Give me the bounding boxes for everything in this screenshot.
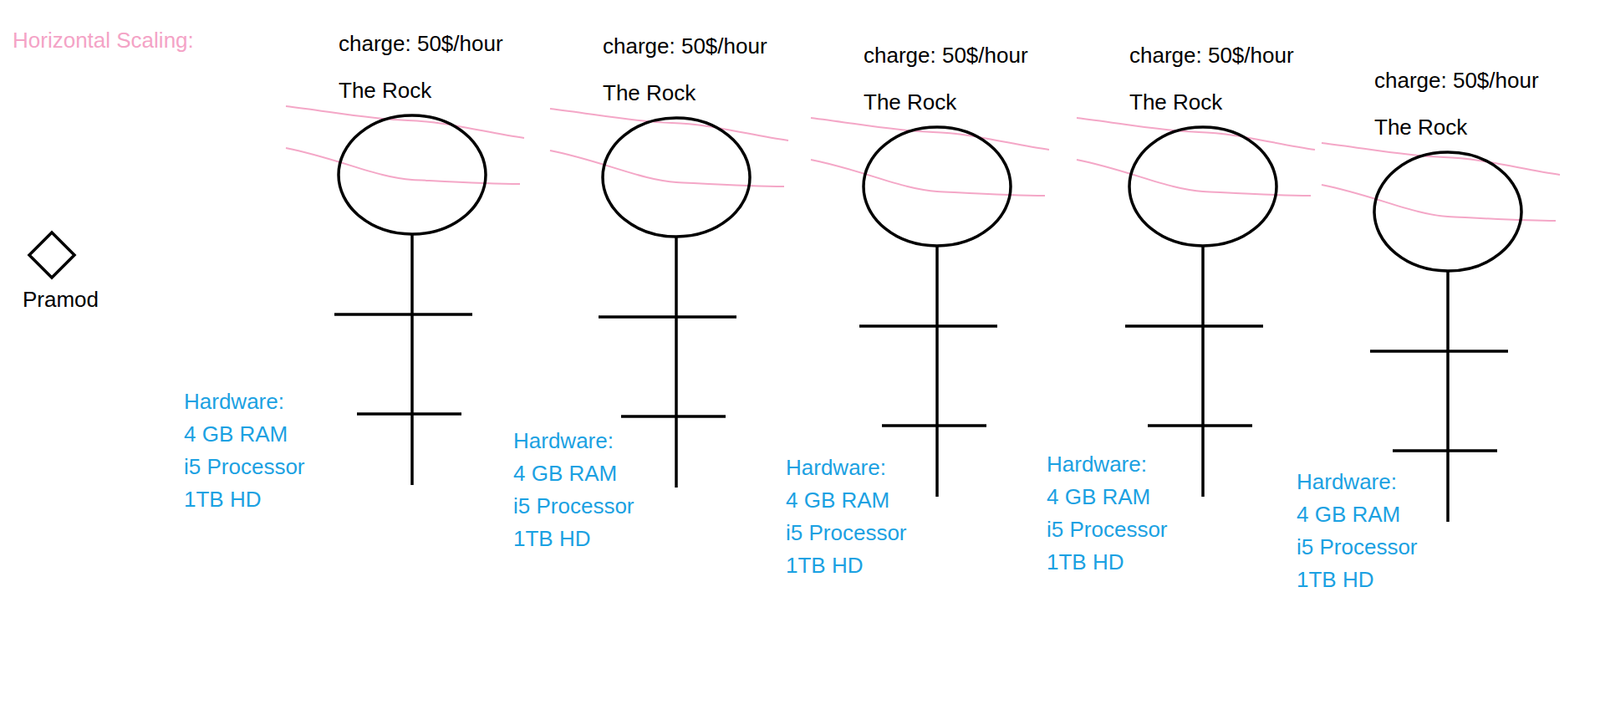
figure-limb: [935, 245, 939, 497]
scribble-pair: [810, 117, 1050, 196]
label-holder: Hardware:: [785, 451, 887, 485]
figure-limb: [356, 412, 462, 416]
figure-limb: [1147, 423, 1253, 428]
figure-limb: [598, 315, 737, 319]
scribble-line: [550, 108, 789, 141]
scribble-pair: [1076, 117, 1315, 196]
diamond-shape: [29, 232, 75, 278]
label-holder: 4 GB RAM i5 Processor 1TB HD: [183, 417, 311, 516]
stick-figure: charge: 50$/hourThe Rock: [1314, 61, 1582, 530]
figure-limb: [859, 324, 998, 328]
stick-figure: charge: 50$/hourThe Rock: [542, 26, 811, 495]
scribble-pair: [285, 106, 525, 184]
hardware-heading: Hardware:: [183, 385, 285, 418]
name-label: The Rock: [1129, 89, 1337, 115]
figure-head: [1374, 152, 1522, 271]
name-label: The Rock: [1374, 114, 1582, 140]
hardware-heading: Hardware:: [513, 424, 614, 458]
name-label: Pramod: [22, 286, 108, 312]
rate-label: charge: 50$/hour: [338, 30, 546, 57]
label-holder: 4 GB RAM i5 Processor 1TB HD: [513, 457, 640, 556]
rate-label: charge: 50$/hour: [863, 42, 1071, 68]
figure-head: [1129, 127, 1277, 246]
label-holder: Hardware:: [1046, 448, 1147, 481]
figure-limb: [881, 423, 987, 428]
hardware-heading: Hardware:: [785, 451, 887, 485]
hardware-spec: 4 GB RAM i5 Processor 1TB HD: [785, 484, 913, 582]
scribble-line: [1076, 117, 1315, 150]
figure-limb: [674, 236, 678, 488]
hardware-heading: Hardware:: [1296, 465, 1397, 499]
rate-label: charge: 50$/hour: [602, 33, 811, 59]
scribble-line: [810, 117, 1050, 150]
figure-head: [863, 127, 1011, 246]
figure-limb: [1201, 245, 1205, 497]
name-label: The Rock: [602, 80, 811, 106]
hardware-spec: 4 GB RAM i5 Processor 1TB HD: [513, 457, 640, 556]
scribble-pair: [550, 108, 789, 187]
label-holder: 4 GB RAM i5 Processor 1TB HD: [1296, 498, 1423, 597]
hardware-heading: Hardware:: [1046, 448, 1147, 481]
hardware-spec: 4 GB RAM i5 Processor 1TB HD: [1296, 498, 1423, 597]
scribble-line: [1321, 142, 1560, 175]
hardware-spec: 4 GB RAM i5 Processor 1TB HD: [1046, 480, 1173, 579]
figure-limb: [621, 414, 726, 418]
figure-limb: [1392, 448, 1498, 453]
figure-limb: [334, 312, 473, 316]
rate-label: charge: 50$/hour: [1374, 67, 1582, 93]
scribble-pair: [1321, 142, 1560, 221]
title-holder: Horizontal Scaling:: [12, 27, 194, 53]
figure-head: [338, 115, 486, 235]
label-holder: Hardware:: [183, 385, 285, 418]
figure-limb: [1446, 270, 1450, 522]
figure-limb: [1370, 349, 1509, 353]
rate-label: charge: 50$/hour: [1129, 42, 1337, 68]
hardware-spec: 4 GB RAM i5 Processor 1TB HD: [183, 417, 311, 516]
figure-limb: [410, 234, 414, 485]
stick-figure: charge: 50$/hourThe Rock: [278, 24, 546, 493]
stick-figure: charge: 50$/hourThe Rock: [803, 35, 1071, 505]
person-diamond: Pramod: [16, 225, 108, 318]
diagram-title: Horizontal Scaling:: [12, 27, 194, 53]
name-label: The Rock: [338, 77, 546, 103]
stick-figure: charge: 50$/hourThe Rock: [1069, 35, 1337, 505]
label-holder: Hardware:: [513, 424, 614, 458]
label-holder: Hardware:: [1296, 465, 1397, 499]
label-holder: 4 GB RAM i5 Processor 1TB HD: [1046, 480, 1173, 579]
figure-limb: [1125, 324, 1264, 328]
scribble-line: [285, 106, 525, 138]
name-label: The Rock: [863, 89, 1071, 115]
figure-head: [602, 117, 750, 237]
label-holder: 4 GB RAM i5 Processor 1TB HD: [785, 484, 913, 582]
